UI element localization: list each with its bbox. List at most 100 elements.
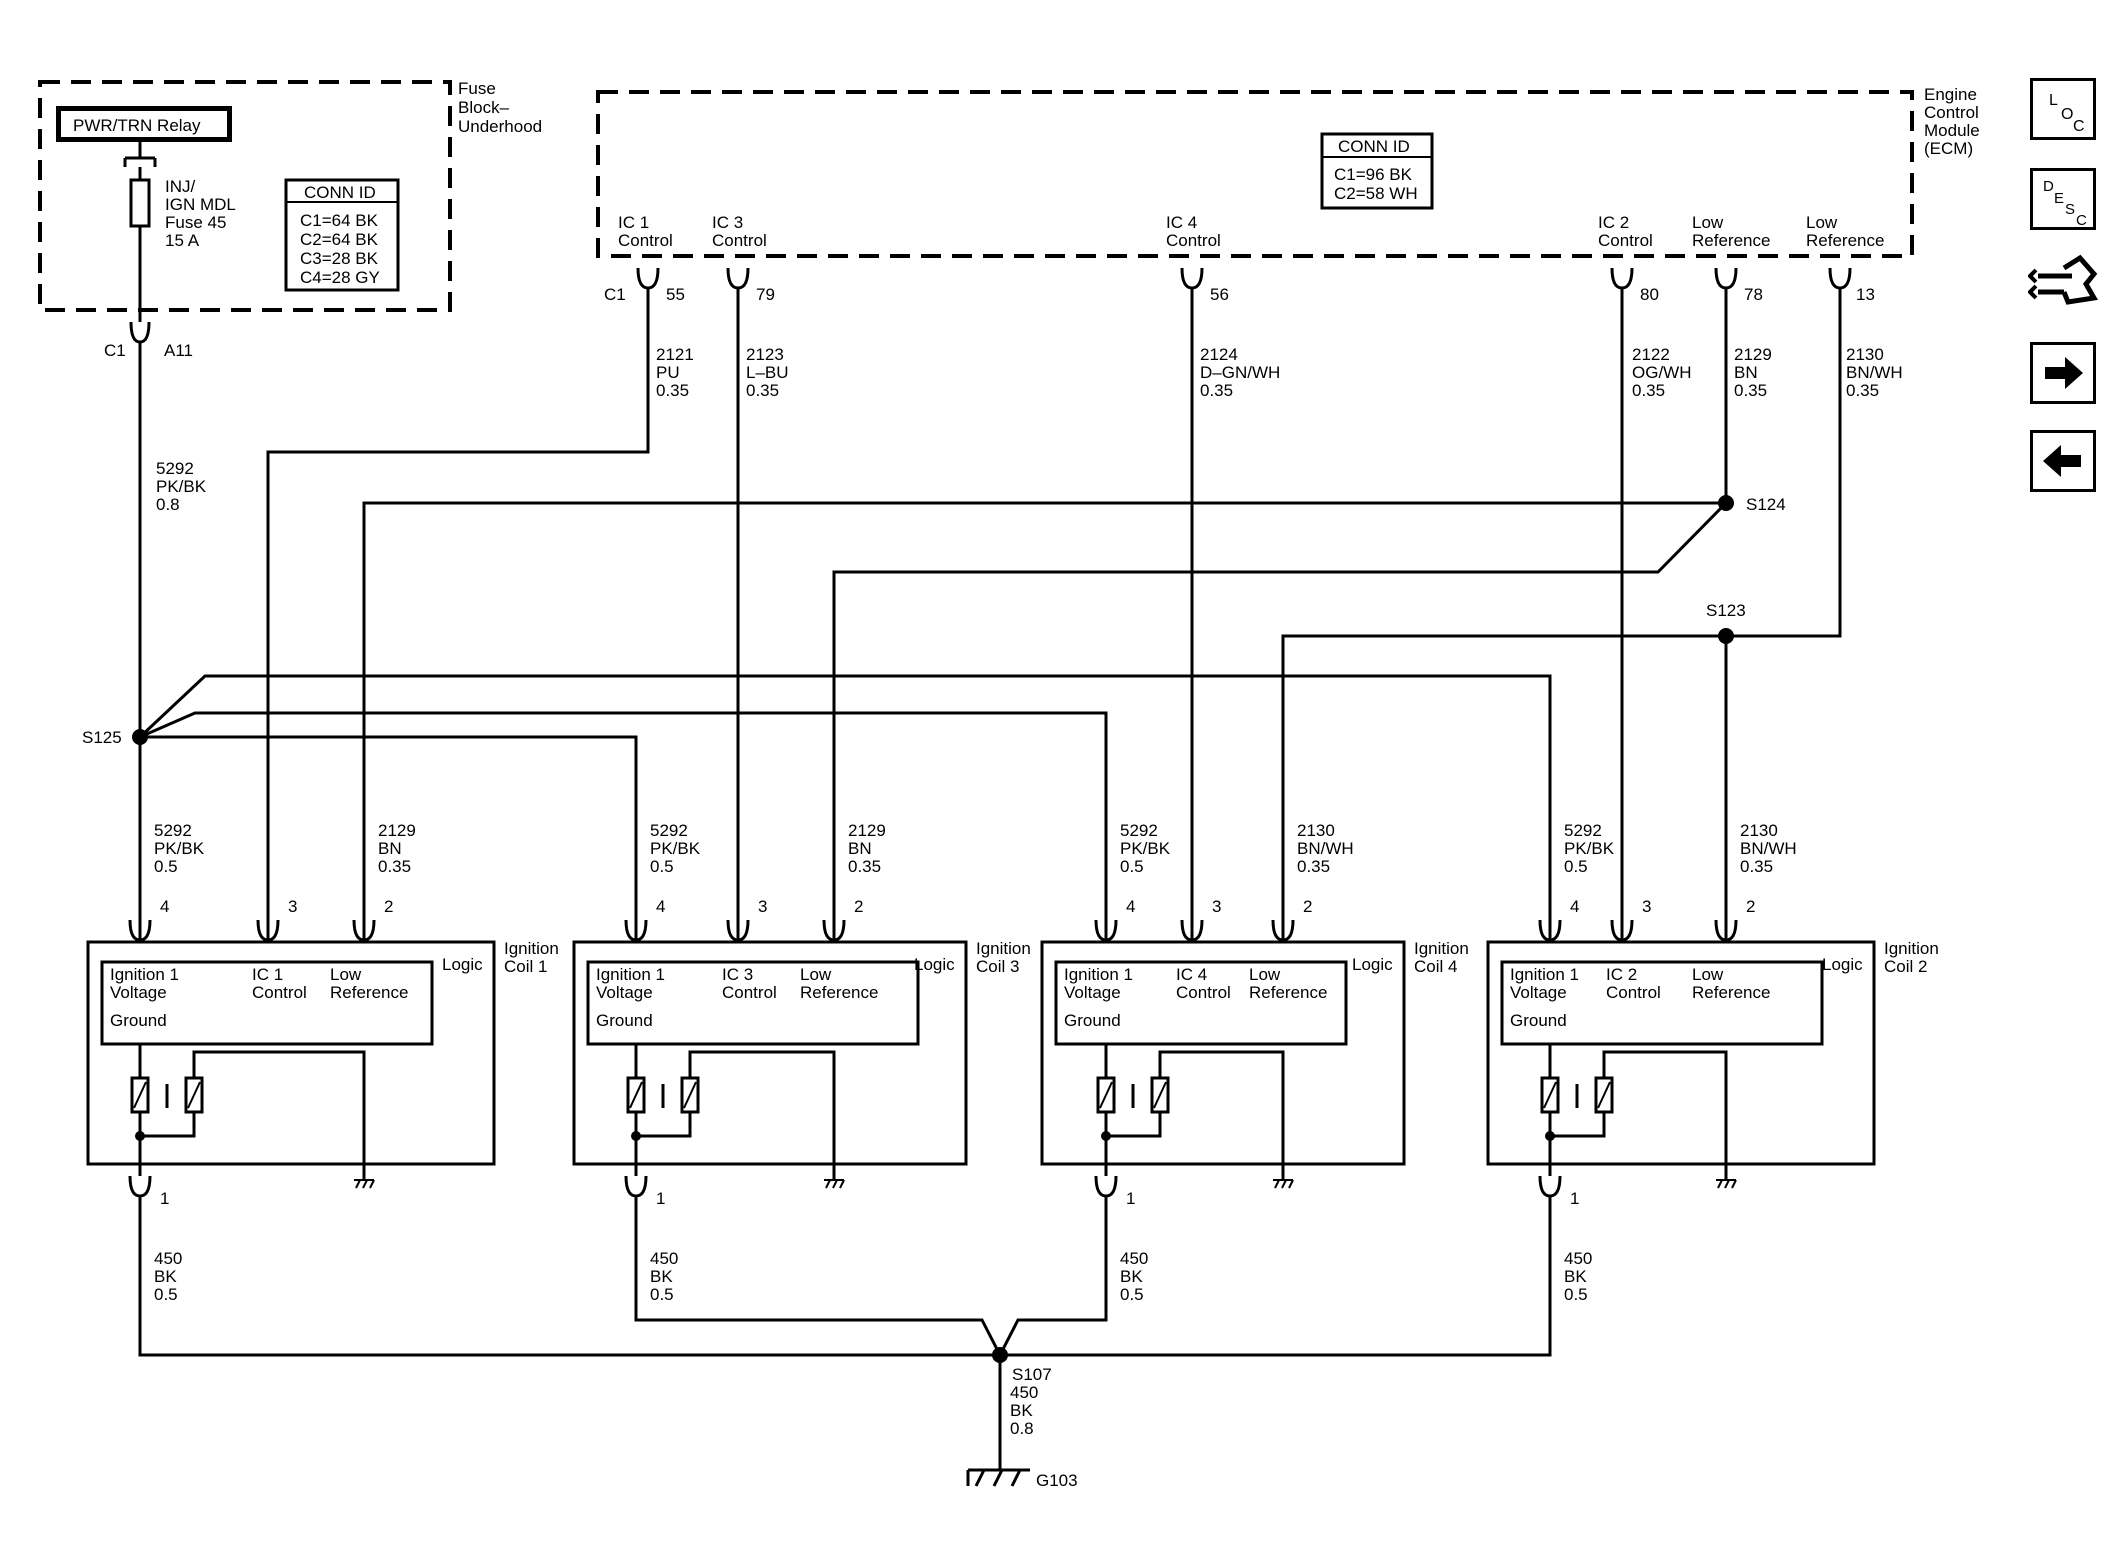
winding-mark xyxy=(1099,1081,1167,1109)
coil-terminal-label: Ground xyxy=(596,1011,653,1030)
coil-terminal-label: Ignition 1 xyxy=(1064,965,1133,984)
coil-name: Ignition xyxy=(1414,939,1469,958)
circuit-label: 2129 xyxy=(848,821,886,840)
coil-name: Coil 3 xyxy=(976,957,1019,976)
relay-label: PWR/TRN Relay xyxy=(73,116,201,135)
ecm-pin-label: Reference xyxy=(1692,231,1770,250)
ecm-outline xyxy=(596,90,1914,258)
ecm-pin-cup xyxy=(1610,267,1634,290)
previous-page-button[interactable] xyxy=(2030,430,2096,492)
coil-terminal-label: Ground xyxy=(1510,1011,1567,1030)
coil-junction xyxy=(631,1131,641,1141)
coil-logic-box xyxy=(586,960,920,1046)
desc-letter: D xyxy=(2043,178,2054,195)
coil-junction xyxy=(1101,1131,1111,1141)
circuit-label: 2130 xyxy=(1740,821,1778,840)
ecm-pin-number: 78 xyxy=(1744,285,1763,304)
ecm-pin-number: 13 xyxy=(1856,285,1875,304)
coil-pin-number: 1 xyxy=(656,1189,665,1208)
arrow-left-icon xyxy=(2043,445,2081,477)
case-ground-symbol xyxy=(824,1179,845,1189)
fuse-connector-label: C1 xyxy=(104,341,126,360)
location-button[interactable]: L O C xyxy=(2030,78,2096,140)
engine-control-module: Engine Control Module (ECM) CONN ID C1=9… xyxy=(596,85,1980,304)
coil-pin-number: 2 xyxy=(1746,897,1755,916)
circuit-label: 0.5 xyxy=(154,1285,178,1304)
ecm-title-1: Engine xyxy=(1924,85,1977,104)
case-ground-symbol xyxy=(354,1179,375,1189)
ecm-pin-cup xyxy=(726,267,750,290)
fuse-conn-id-row: C4=28 GY xyxy=(300,268,380,287)
coil-logic-box xyxy=(100,960,434,1046)
ecm-pin-number: 79 xyxy=(756,285,775,304)
circuit-label: 0.35 xyxy=(1297,857,1330,876)
circuit-label: BN/WH xyxy=(1297,839,1354,858)
circuit-label: 0.35 xyxy=(656,381,689,400)
coil-pin-number: 3 xyxy=(758,897,767,916)
splice-s107 xyxy=(992,1347,1008,1363)
splice-label: S107 xyxy=(1012,1365,1052,1384)
ecm-pin-number: 56 xyxy=(1210,285,1229,304)
circuit-label: BK xyxy=(650,1267,673,1286)
ecm-pin-number: 80 xyxy=(1640,285,1659,304)
wire-450-outer xyxy=(138,1196,1552,1357)
coil-terminal-label: Ground xyxy=(1064,1011,1121,1030)
circuit-label: 2123 xyxy=(746,345,784,364)
circuit-label: 0.35 xyxy=(848,857,881,876)
relay-box-inner xyxy=(61,111,227,137)
description-button[interactable]: D E S C xyxy=(2030,168,2096,230)
splice-label: S124 xyxy=(1746,495,1786,514)
loc-letter: C xyxy=(2073,118,2085,135)
case-ground-symbol xyxy=(1273,1179,1294,1189)
coil-pin-cup xyxy=(726,919,750,942)
coil-terminal-label: Ignition 1 xyxy=(1510,965,1579,984)
circuit-label: 0.5 xyxy=(1120,857,1144,876)
wire-5292-coil3 xyxy=(140,735,638,942)
coil-logic-box xyxy=(1054,960,1348,1046)
wire-2121 xyxy=(266,288,650,942)
circuit-label: 450 xyxy=(154,1249,182,1268)
fuse-pin-label: A11 xyxy=(164,341,193,360)
circuit-label: 0.5 xyxy=(1564,1285,1588,1304)
coil-terminal-label: Voltage xyxy=(596,983,653,1002)
circuit-label: PK/BK xyxy=(650,839,701,858)
circuit-label: BK xyxy=(1120,1267,1143,1286)
wire-2129-coil1 xyxy=(362,501,1726,942)
loc-letter: L xyxy=(2049,92,2058,109)
splice-s123 xyxy=(1718,628,1734,644)
circuit-label: 0.5 xyxy=(154,857,178,876)
circuit-label: BN/WH xyxy=(1846,363,1903,382)
coil-terminal-label: Low xyxy=(800,965,832,984)
fuse-block-outline xyxy=(38,80,452,312)
wiring: S124 S123 S125 S107 450 BK 0.8 G103 xyxy=(82,288,1842,1490)
ecm-pin-label: Low xyxy=(1692,213,1724,232)
coil-pin-number: 2 xyxy=(854,897,863,916)
circuit-label: BN xyxy=(848,839,872,858)
circuit-label: PK/BK xyxy=(154,839,205,858)
coil-terminal-label: Ignition 1 xyxy=(110,965,179,984)
coil-terminal-label: Control xyxy=(252,983,307,1002)
coil-name: Ignition xyxy=(504,939,559,958)
desc-letter: C xyxy=(2076,212,2087,227)
wire-450-inner xyxy=(634,1196,1108,1359)
fuse-block-title-3: Underhood xyxy=(458,117,542,136)
coil-pin-cup xyxy=(822,919,846,942)
coil-pin-cup xyxy=(128,1175,152,1198)
component-locator-button[interactable] xyxy=(2027,248,2098,320)
coil-terminal-label: Control xyxy=(1176,983,1231,1002)
coil-pin-number: 3 xyxy=(288,897,297,916)
circuit-label: 0.5 xyxy=(1120,1285,1144,1304)
coil-logic-label: Logic xyxy=(1352,955,1393,974)
coil-terminal-label: Reference xyxy=(1692,983,1770,1002)
circuit-label: 5292 xyxy=(1120,821,1158,840)
connector-icon xyxy=(2027,254,2098,305)
ecm-pin-label: IC 4 xyxy=(1166,213,1197,232)
fuse-block-underhood: Fuse Block– Underhood PWR/TRN Relay INJ/… xyxy=(38,79,542,360)
ecm-conn-id-title: CONN ID xyxy=(1338,137,1410,156)
circuit-label: 2130 xyxy=(1846,345,1884,364)
next-page-button[interactable] xyxy=(2030,342,2096,404)
coil-junction xyxy=(135,1131,145,1141)
